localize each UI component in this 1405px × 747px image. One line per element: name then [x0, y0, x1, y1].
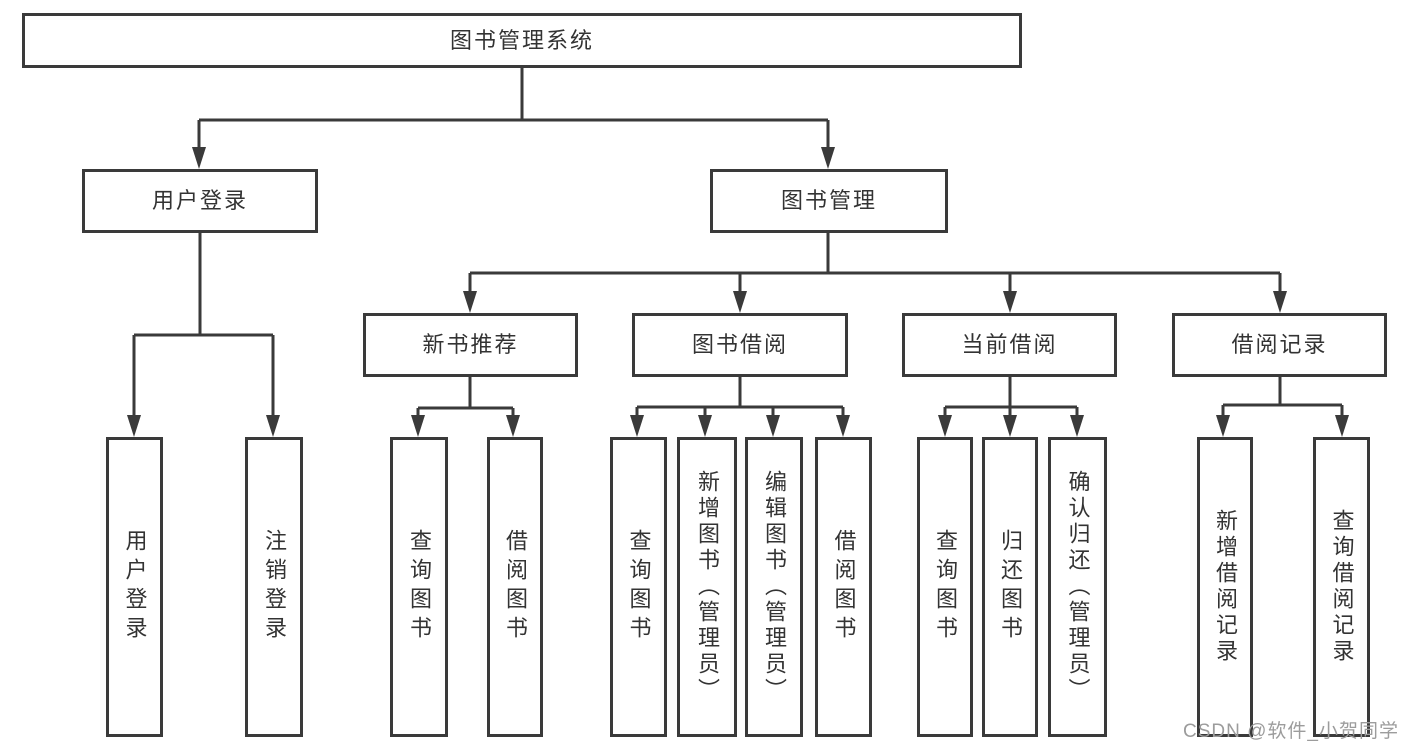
csdn-watermark: CSDN @软件_小贺同学	[1183, 721, 1399, 742]
node-leaf-query-books-current: 查询图书	[917, 437, 973, 737]
node-leaf-add-book-admin: 新增图书（管理员）	[677, 437, 737, 737]
node-leaf-borrow-books-recommend: 借阅图书	[487, 437, 543, 737]
node-leaf-query-borrow-record: 查询借阅记录	[1313, 437, 1370, 737]
node-new-book-recommend: 新书推荐	[363, 313, 578, 377]
arrowhead	[698, 415, 712, 437]
connector-current-borrow	[943, 377, 1079, 417]
arrowhead	[733, 291, 747, 313]
arrowhead	[1216, 415, 1230, 437]
arrowhead	[836, 415, 850, 437]
node-user-login: 用户登录	[82, 169, 318, 233]
connector-root	[197, 68, 830, 149]
arrowhead	[1003, 291, 1017, 313]
node-leaf-query-books-borrow: 查询图书	[610, 437, 667, 737]
arrowhead	[506, 415, 520, 437]
node-leaf-user-login: 用户登录	[106, 437, 163, 737]
node-leaf-return-book: 归还图书	[982, 437, 1038, 737]
node-root-system: 图书管理系统	[22, 13, 1022, 68]
arrowhead	[1335, 415, 1349, 437]
arrowhead	[938, 415, 952, 437]
connector-user-login	[132, 233, 275, 417]
node-book-management: 图书管理	[710, 169, 948, 233]
arrowhead	[766, 415, 780, 437]
arrowhead	[630, 415, 644, 437]
arrowhead	[463, 291, 477, 313]
node-leaf-confirm-return-admin: 确认归还（管理员）	[1048, 437, 1107, 737]
node-book-borrowing: 图书借阅	[632, 313, 848, 377]
connector-book-borrow	[635, 377, 845, 417]
arrowhead	[1003, 415, 1017, 437]
arrowhead	[1273, 291, 1287, 313]
node-leaf-edit-book-admin: 编辑图书（管理员）	[745, 437, 803, 737]
arrowhead	[821, 147, 835, 169]
arrowhead	[127, 415, 141, 437]
node-leaf-query-books-recommend: 查询图书	[390, 437, 448, 737]
connector-book-mgmt	[468, 233, 1282, 293]
node-borrowing-records: 借阅记录	[1172, 313, 1387, 377]
node-current-borrowing: 当前借阅	[902, 313, 1117, 377]
arrowhead	[192, 147, 206, 169]
connector-new-book-rec	[416, 377, 515, 417]
node-leaf-borrow-books: 借阅图书	[815, 437, 872, 737]
node-leaf-add-borrow-record: 新增借阅记录	[1197, 437, 1253, 737]
arrowhead	[1070, 415, 1084, 437]
arrowhead	[411, 415, 425, 437]
node-leaf-logout: 注销登录	[245, 437, 303, 737]
connector-borrow-records	[1221, 377, 1344, 417]
arrowhead	[266, 415, 280, 437]
